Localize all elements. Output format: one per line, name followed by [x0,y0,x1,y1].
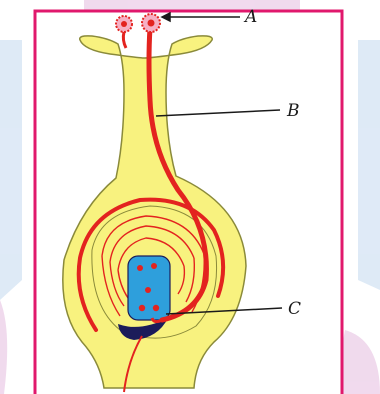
label-c: C [288,299,301,319]
label-a: A [243,7,257,27]
pollen-grain-right [142,14,160,32]
label-b: B [286,101,300,121]
pollen-grain-left [116,16,132,32]
